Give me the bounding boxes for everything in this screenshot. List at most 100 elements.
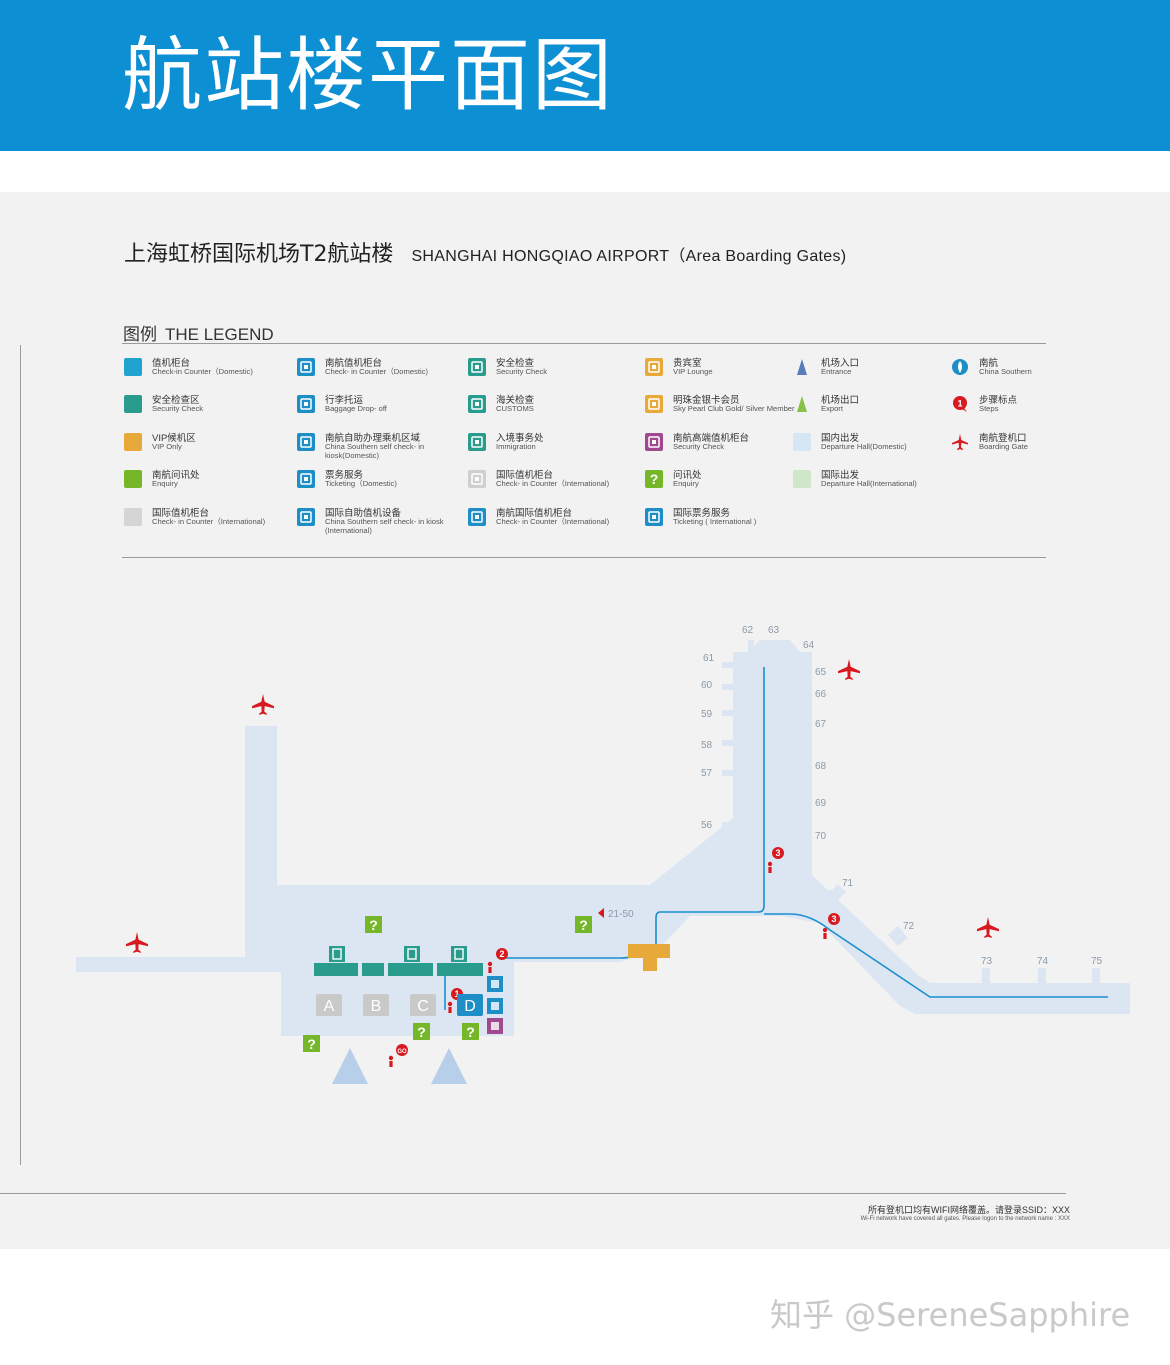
square-checkin-domestic-icon [124,358,142,376]
person-icon [822,927,828,939]
legend-item-label-cn: 南航国际值机柜台 [496,508,573,519]
svg-text:1: 1 [957,399,962,409]
legend-bottom-rule [122,557,1046,558]
gate-stub [722,662,734,668]
svg-text:?: ? [650,471,659,487]
gate-stub [982,968,990,984]
svg-text:3: 3 [775,848,780,858]
legend-item-label-en: Security Check [152,404,204,413]
plane-icon [252,694,274,715]
gate-label: 70 [815,831,827,842]
gate-stub [722,740,734,746]
square-vip-area-icon [124,433,142,451]
self-checkin-kiosk-icon [487,998,503,1014]
header-banner: 航站楼平面图 [0,0,1170,151]
legend-item-label-en: Baggage Drop- off [325,404,387,413]
cs-checkin-intl-icon [468,508,486,526]
security-gate-icon [404,946,420,962]
legend-item-label-en: Enquiry [152,479,178,488]
legend-item-label-cn: 国内出发 [821,433,860,444]
zone-label: B [371,998,382,1015]
watermark: 知乎 @SereneSapphire [770,1296,1131,1334]
checkin-counters [314,963,483,976]
map-title-cn: 上海虹桥国际机场T2航站楼 [124,242,394,267]
legend-item-label-en: Security Check [496,367,548,376]
question-icon: ? [413,1023,430,1040]
zone-label: C [417,998,429,1015]
svg-text:?: ? [466,1024,475,1040]
zone-d-box [457,994,483,1016]
legend-item-label-en: Check-in Counter（Domestic) [152,367,253,376]
gate-label: 63 [768,625,780,636]
left-border [20,345,21,1165]
step-marker-icon: 2 [496,948,508,960]
exit-icon [793,395,811,413]
gate-stub [800,828,810,836]
gate-stub [800,666,810,674]
zone-a-box [316,994,342,1016]
legend-item-label-cn: 南航值机柜台 [325,358,383,369]
plane-icon [126,932,148,953]
legend-item-label-cn: 国际值机柜台 [496,470,554,481]
svg-text:1: 1 [454,989,459,999]
legend-item-label-cn: 国际出发 [821,470,860,481]
immigration-icon [468,433,486,451]
legend-item-label-en: Immigration [496,442,536,451]
gate-label: 66 [815,689,827,700]
svg-text:?: ? [579,917,588,933]
legend-item-label-en: China Southern self check- in kiosk(Dome… [325,442,425,460]
wifi-note-cn: 所有登机口均有WIFI网络覆盖。请登录SSID：XXX [867,1205,1070,1215]
legend-item-label-cn: 贵宾室 [673,358,702,369]
china-southern-logo-icon [951,358,969,376]
legend-item-label-en: VIP Lounge [673,367,713,376]
person-icon [447,1001,453,1013]
gate-stub [888,926,908,946]
plane-icon [951,433,969,451]
gate-label: 68 [815,761,827,772]
square-security-area-icon [124,395,142,413]
legend-item-label-en: Check- in Counter（International) [496,517,610,526]
security-gate-icon [329,946,345,962]
gate-range-arrow-icon [598,908,604,918]
gate-label: 60 [701,680,713,691]
legend-item-label-cn: 国际票务服务 [673,508,731,519]
premium-checkin-icon [487,1018,503,1034]
step-marker-icon: 3 [828,913,840,925]
legend-item-label-en: Entrance [821,367,852,376]
legend-item-label-en: CUSTOMS [496,404,534,413]
legend-item-label-cn: 问讯处 [673,470,702,481]
legend-item-label-en: Ticketing（Domestic) [325,479,397,488]
question-icon: ? [575,916,592,933]
gate-label: 71 [842,878,854,889]
svg-text:3: 3 [831,914,836,924]
self-checkin-kiosk-icon [297,433,315,451]
gate-stub [1092,968,1100,984]
legend-item-label-en: China Southern [979,367,1032,376]
legend-item-label-en: VIP Only [152,442,182,451]
legend-item-label-cn: 南航登机口 [979,433,1027,444]
departure-hall [76,640,1130,1036]
legend-item-label-cn: 步骤标点 [979,395,1018,406]
wifi-note-en: Wi-Fi network have covered all gates. Pl… [860,1216,1070,1222]
step-marker-icon: 3 [772,847,784,859]
person-icon [487,961,493,973]
map-title-en: SHANGHAI HONGQIAO AIRPORT（Area Boarding … [411,248,847,265]
checkin-counter-icon [297,358,315,376]
